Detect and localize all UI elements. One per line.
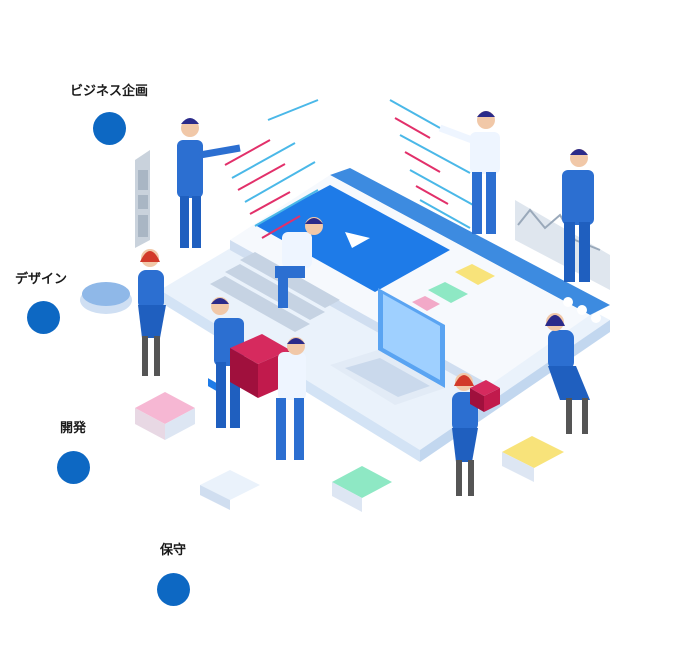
person-woman-left — [138, 249, 166, 376]
play-icon — [345, 232, 370, 248]
step-label-maintenance: 保守 — [160, 543, 187, 558]
step-label-design: デザイン — [15, 272, 68, 287]
laptop — [330, 288, 445, 405]
person-walking — [276, 337, 306, 460]
person-presenter — [177, 118, 241, 248]
person-analyst — [438, 111, 500, 234]
code-lines-left — [224, 99, 319, 239]
code-lines-right — [389, 99, 476, 229]
step-dot-design[interactable] — [27, 301, 60, 334]
person-woman-box — [452, 373, 500, 496]
step-dot-business-planning[interactable] — [93, 112, 126, 145]
step-label-business-planning: ビジネス企画 — [70, 84, 149, 99]
step-dot-maintenance[interactable] — [157, 573, 190, 606]
floating-tiles — [80, 282, 564, 512]
step-label-development: 開発 — [60, 421, 87, 436]
step-dot-development[interactable] — [57, 451, 90, 484]
person-crouching — [275, 217, 323, 308]
person-manager-right — [562, 149, 594, 282]
person-woman-right — [545, 313, 590, 434]
bar-chart-stand — [135, 150, 150, 248]
